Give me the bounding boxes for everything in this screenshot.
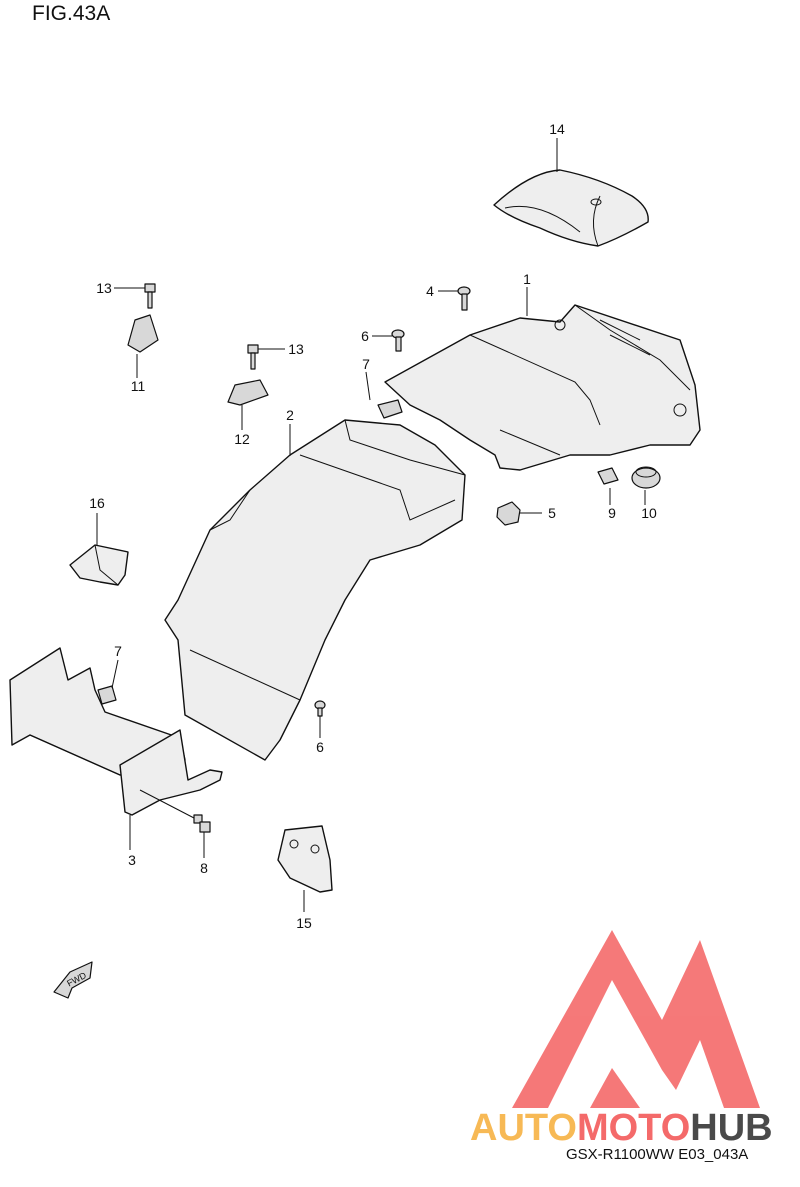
part-7-nut-b xyxy=(97,685,117,705)
part-3-bracket xyxy=(9,647,223,816)
callout-10: 10 xyxy=(641,505,657,521)
callout-16: 16 xyxy=(89,495,105,511)
callout-12: 12 xyxy=(234,431,250,447)
part-12-bracket xyxy=(227,379,269,406)
callout-6-top: 6 xyxy=(361,328,369,344)
part-9-clip xyxy=(597,467,619,485)
part-5-grommet xyxy=(496,501,521,526)
watermark-auto: AUTO xyxy=(470,1107,577,1149)
watermark-hub: HUB xyxy=(690,1107,772,1149)
callout-8: 8 xyxy=(200,860,208,876)
part-2-rear-fender-lower xyxy=(164,419,466,761)
callout-7-bottom: 7 xyxy=(114,643,122,659)
callout-5: 5 xyxy=(548,505,556,521)
callout-6-bottom: 6 xyxy=(316,739,324,755)
watermark-text: AUTOMOTOHUB xyxy=(470,1107,773,1149)
part-6-screw-b xyxy=(314,700,326,717)
callout-4: 4 xyxy=(426,283,434,299)
part-11-bracket xyxy=(127,314,159,353)
part-16-bracket xyxy=(69,544,129,586)
model-code: GSX-R1100WW E03_043A xyxy=(566,1146,749,1163)
fwd-arrow-icon: FWD xyxy=(53,961,93,999)
callout-14: 14 xyxy=(549,121,565,137)
callout-1: 1 xyxy=(523,271,531,287)
part-7-nut-a xyxy=(377,399,403,419)
figure-title: FIG.43A xyxy=(32,2,111,25)
callout-3: 3 xyxy=(128,852,136,868)
leader-lines xyxy=(96,138,646,912)
callout-15: 15 xyxy=(296,915,312,931)
watermark-logo-icon xyxy=(512,930,760,1108)
callout-9: 9 xyxy=(608,505,616,521)
callout-13-right: 13 xyxy=(288,341,304,357)
callout-7-top: 7 xyxy=(362,356,370,372)
watermark-moto: MOTO xyxy=(577,1107,690,1149)
part-13-bolt-a xyxy=(144,283,156,309)
part-4-screw xyxy=(457,286,471,311)
callout-2: 2 xyxy=(286,407,294,423)
part-14-tool-pouch xyxy=(493,169,649,247)
part-6-screw-a xyxy=(391,329,405,352)
part-15-plate xyxy=(277,825,333,893)
callout-13-left: 13 xyxy=(96,280,112,296)
part-13-bolt-b xyxy=(247,344,259,370)
callout-labels: 14 1 4 6 7 2 5 9 10 13 11 13 12 16 7 6 3… xyxy=(89,121,657,931)
part-1-rear-fender-upper xyxy=(384,304,701,471)
callout-11: 11 xyxy=(131,378,146,394)
part-8-bolt xyxy=(193,814,211,833)
part-10-grommet xyxy=(631,466,661,489)
